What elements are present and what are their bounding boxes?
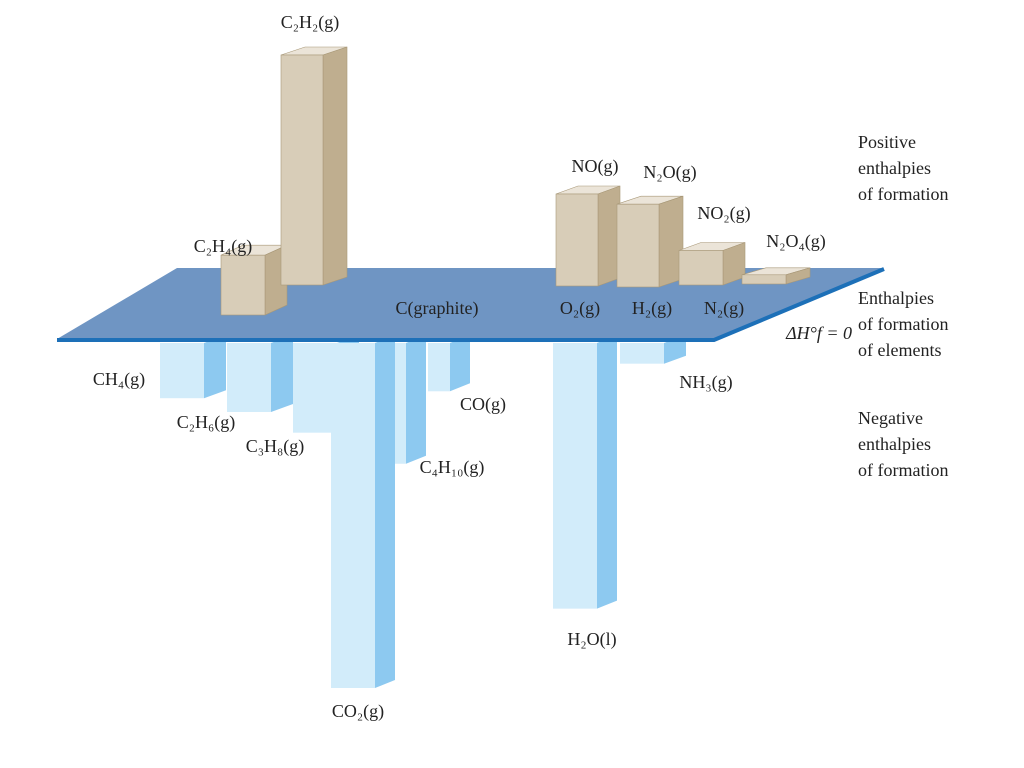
negative-bars-layer xyxy=(160,335,686,688)
bar-side-co2 xyxy=(375,335,395,688)
side-label-negative-1: enthalpies xyxy=(858,434,931,454)
bar-ch4 xyxy=(160,335,226,399)
bar-label-h2o: H₂O(l) xyxy=(567,629,616,650)
side-label-negative-2: of formation xyxy=(858,460,948,480)
bar-co xyxy=(428,335,470,392)
bar-h2o xyxy=(553,335,617,609)
zero-plane-edge xyxy=(57,267,885,342)
zero-enthalpy-label: ΔH°f = 0 xyxy=(785,323,852,343)
bar-label-c2h6: C₂H₆(g) xyxy=(177,412,236,433)
side-label-elements-2: of elements xyxy=(858,340,941,360)
bar-front-co2 xyxy=(331,343,375,688)
bar-nh3 xyxy=(620,335,686,364)
side-label-negative-0: Negative xyxy=(858,408,923,428)
bar-side-h2o xyxy=(597,335,617,609)
bar-c2h6 xyxy=(227,335,293,412)
bar-front-c2h6 xyxy=(227,343,271,412)
bar-label-no: NO(g) xyxy=(572,156,619,177)
bar-n2o xyxy=(616,195,684,288)
side-label-positive-1: enthalpies xyxy=(858,158,931,178)
bar-label-nh3: NH₃(g) xyxy=(679,372,732,393)
bar-side-co xyxy=(450,335,470,392)
bar-label-c4h10: C₄H₁₀(g) xyxy=(420,457,485,478)
bar-label-c2h4: C₂H₄(g) xyxy=(194,236,253,257)
bar-label-n2o: N₂O(g) xyxy=(643,162,696,183)
side-label-positive-0: Positive xyxy=(858,132,916,152)
bar-label-ch4: CH₄(g) xyxy=(93,369,145,390)
bar-front-n2o xyxy=(616,203,660,288)
bar-front-h2o xyxy=(553,343,597,609)
bar-front-co xyxy=(428,343,450,392)
bar-front-ch4 xyxy=(160,343,204,399)
bar-front-n2o4 xyxy=(741,274,787,285)
bar-front-c2h4 xyxy=(220,254,266,316)
bar-label-c3h8: C₃H₈(g) xyxy=(246,436,305,457)
element-label-graphite: C(graphite) xyxy=(396,298,479,319)
element-label-h2: H₂(g) xyxy=(632,298,672,319)
bar-no2 xyxy=(678,242,746,286)
bar-front-nh3 xyxy=(620,343,664,364)
bar-side-nh3 xyxy=(664,335,686,364)
bar-label-co: CO(g) xyxy=(460,394,506,415)
bar-front-c2h2 xyxy=(280,54,324,286)
positive-bars-layer xyxy=(220,46,811,316)
bar-label-no2: NO₂(g) xyxy=(697,203,750,224)
element-label-o2: O₂(g) xyxy=(560,298,600,319)
bar-label-co2: CO₂(g) xyxy=(332,701,384,722)
bar-label-c2h2: C₂H₂(g) xyxy=(281,12,340,33)
bar-co2 xyxy=(331,335,395,688)
bar-side-ch4 xyxy=(204,335,226,399)
bar-n2o4 xyxy=(741,267,811,285)
bar-side-c2h6 xyxy=(271,335,293,412)
element-label-n2: N₂(g) xyxy=(704,298,744,319)
side-label-positive-2: of formation xyxy=(858,184,948,204)
bar-label-n2o4: N₂O₄(g) xyxy=(766,231,826,252)
bar-front-no xyxy=(555,193,599,287)
bar-labels-layer: C₂H₄(g) C₂H₂(g) NO(g) N₂O(g)NO₂(g) N₂O₄(g) CH… xyxy=(93,12,826,722)
bar-side-c4h10 xyxy=(406,335,426,464)
bar-front-no2 xyxy=(678,250,724,286)
bar-no xyxy=(555,185,621,287)
bar-c2h2 xyxy=(280,46,348,286)
bar-front-c3h8 xyxy=(293,343,337,433)
side-label-elements-0: Enthalpies xyxy=(858,288,934,308)
bar-side-c2h2 xyxy=(322,46,348,286)
side-label-elements-1: of formation xyxy=(858,314,948,334)
